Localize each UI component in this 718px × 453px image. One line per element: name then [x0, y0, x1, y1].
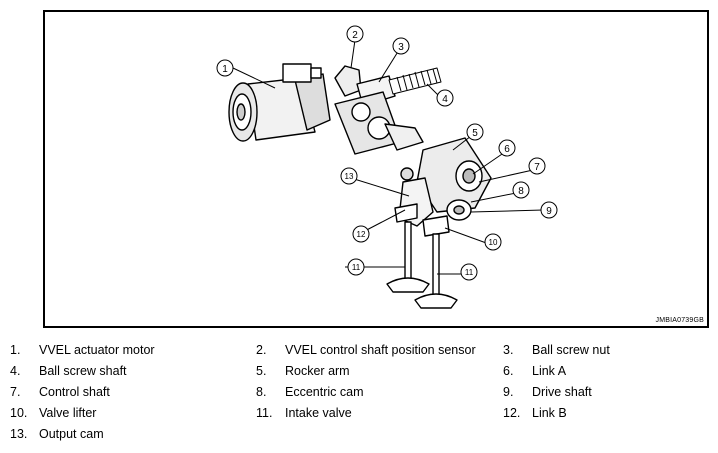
svg-text:8: 8 — [518, 186, 524, 197]
callout-12: 12 — [352, 225, 370, 243]
legend-number: 11. — [256, 406, 273, 420]
svg-text:6: 6 — [504, 144, 510, 155]
legend-number: 7. — [10, 385, 21, 399]
intake-valve-drawing — [386, 221, 458, 309]
legend-number: 9. — [503, 385, 514, 399]
rocker-arm-drawing — [400, 137, 492, 221]
position-sensor-drawing — [334, 65, 362, 97]
legend-label: Ball screw nut — [532, 343, 610, 357]
callout-9: 9 — [540, 201, 558, 219]
legend-number: 6. — [503, 364, 514, 378]
legend-label: Control shaft — [39, 385, 110, 399]
svg-text:13: 13 — [345, 172, 354, 181]
legend-number: 4. — [10, 364, 21, 378]
legend-label: Output cam — [39, 427, 104, 441]
legend-label: Ball screw shaft — [39, 364, 127, 378]
callout-7: 7 — [528, 157, 546, 175]
svg-text:1: 1 — [222, 64, 228, 75]
legend-number: 1. — [10, 343, 21, 357]
callout-4: 4 — [436, 89, 454, 107]
ball-screw-drawing — [356, 67, 442, 107]
legend-number: 13. — [10, 427, 28, 441]
svg-text:7: 7 — [534, 162, 540, 173]
callout-5: 5 — [466, 123, 484, 141]
legend-label: Rocker arm — [285, 364, 350, 378]
svg-text:11: 11 — [352, 263, 361, 272]
legend-label: Intake valve — [285, 406, 352, 420]
control-shaft-drawing — [334, 91, 424, 155]
legend-label: VVEL actuator motor — [39, 343, 155, 357]
svg-text:11: 11 — [465, 268, 474, 277]
figure-code: JMBIA0739GB — [655, 317, 704, 324]
svg-text:4: 4 — [442, 94, 448, 105]
callout-2: 2 — [346, 25, 364, 43]
legend-label: Valve lifter — [39, 406, 97, 420]
svg-text:9: 9 — [546, 206, 552, 217]
leader-lines — [232, 39, 544, 275]
callout-6: 6 — [498, 139, 516, 157]
callout-1: 1 — [216, 59, 234, 77]
svg-text:12: 12 — [357, 230, 366, 239]
legend-number: 12. — [503, 406, 521, 420]
callout-11b: 11 — [460, 263, 478, 281]
legend-number: 5. — [256, 364, 267, 378]
legend-label: Link A — [532, 364, 567, 378]
svg-text:5: 5 — [472, 128, 478, 139]
callout-10: 10 — [484, 233, 502, 251]
legend-number: 3. — [503, 343, 514, 357]
actuator-motor-drawing — [228, 63, 331, 142]
callout-3: 3 — [392, 37, 410, 55]
legend-label: Link B — [532, 406, 567, 420]
callout-11a: 11 — [347, 258, 365, 276]
vvel-mechanism-illustration: 1 2 3 4 5 6 7 — [216, 25, 558, 309]
legend-label: VVEL control shaft position sensor — [285, 343, 476, 357]
svg-text:10: 10 — [489, 238, 498, 247]
legend-label: Drive shaft — [532, 385, 592, 399]
legend-number: 2. — [256, 343, 267, 357]
svg-text:3: 3 — [398, 42, 404, 53]
legend-number: 8. — [256, 385, 267, 399]
legend-label: Eccentric cam — [285, 385, 364, 399]
callout-8: 8 — [512, 181, 530, 199]
svg-text:2: 2 — [352, 30, 358, 41]
valve-lifter-drawing — [394, 203, 450, 237]
diagram-frame: 1 2 3 4 5 6 7 — [43, 10, 709, 328]
legend-number: 10. — [10, 406, 28, 420]
callout-13: 13 — [340, 167, 358, 185]
